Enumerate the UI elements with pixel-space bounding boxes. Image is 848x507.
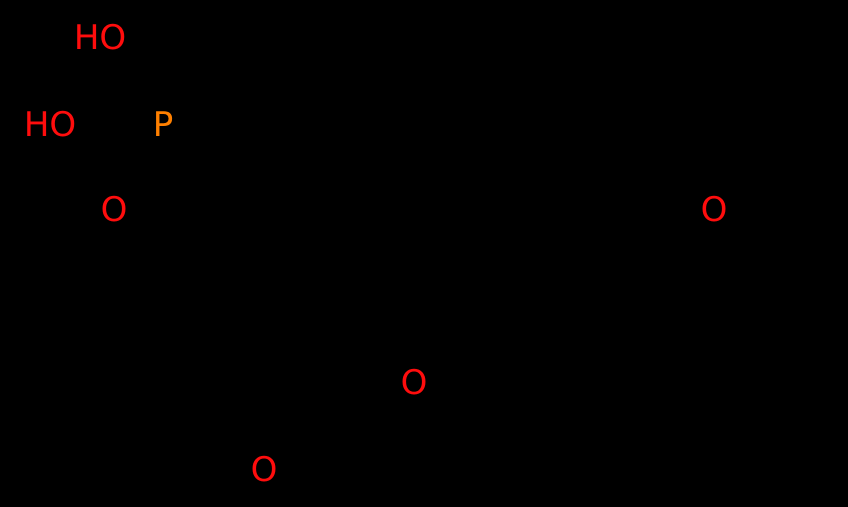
atom-label-o: O: [400, 363, 428, 403]
atom-label-o: HO: [23, 105, 77, 145]
atom-label-o: HO: [73, 18, 127, 58]
atom-label-o: O: [250, 450, 278, 490]
atom-label-o: O: [100, 190, 128, 230]
atom-label-p: P: [152, 105, 174, 145]
atom-label-o: O: [700, 190, 728, 230]
